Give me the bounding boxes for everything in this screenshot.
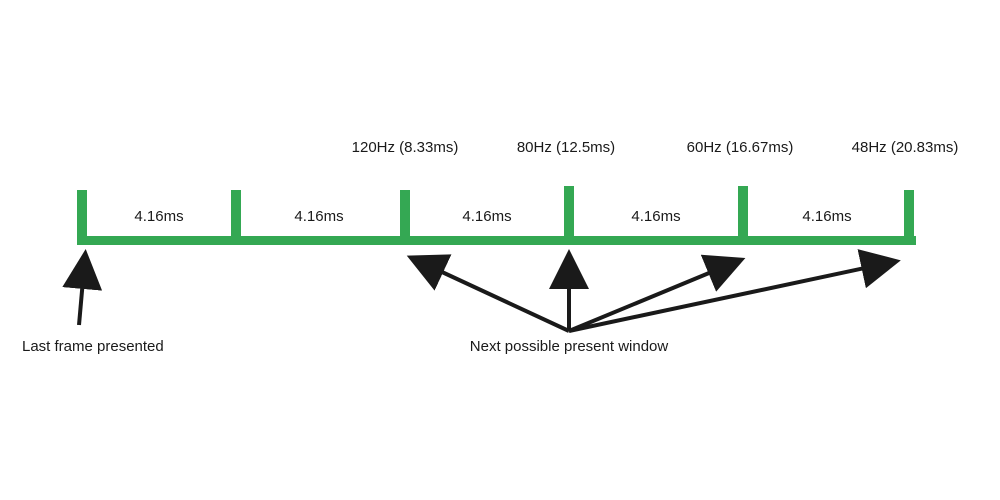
arrow-last-frame: [62, 249, 103, 326]
vsync-tick-3: [564, 186, 574, 245]
timeline-baseline: [77, 236, 916, 245]
arrow-to-48hz: [568, 249, 901, 333]
interval-label: 4.16ms: [294, 208, 344, 225]
refresh-rate-label-120hz: 120Hz (8.33ms): [351, 139, 459, 156]
refresh-rate-label-60hz: 60Hz (16.67ms): [686, 139, 794, 156]
last-frame-annotation: Last frame presented: [22, 338, 164, 355]
vsync-tick-2: [400, 190, 410, 245]
arrow-to-120hz: [406, 254, 570, 333]
interval-label: 4.16ms: [631, 208, 681, 225]
arrow-to-60hz: [568, 254, 746, 333]
interval-label: 4.16ms: [462, 208, 512, 225]
next-window-annotation: Next possible present window: [469, 338, 669, 355]
vsync-tick-5: [904, 190, 914, 245]
interval-label: 4.16ms: [802, 208, 852, 225]
refresh-rate-label-80hz: 80Hz (12.5ms): [516, 139, 616, 156]
vsync-tick-0: [77, 190, 87, 245]
interval-label: 4.16ms: [134, 208, 184, 225]
refresh-rate-label-48hz: 48Hz (20.83ms): [851, 139, 959, 156]
vsync-tick-4: [738, 186, 748, 245]
vsync-tick-1: [231, 190, 241, 245]
